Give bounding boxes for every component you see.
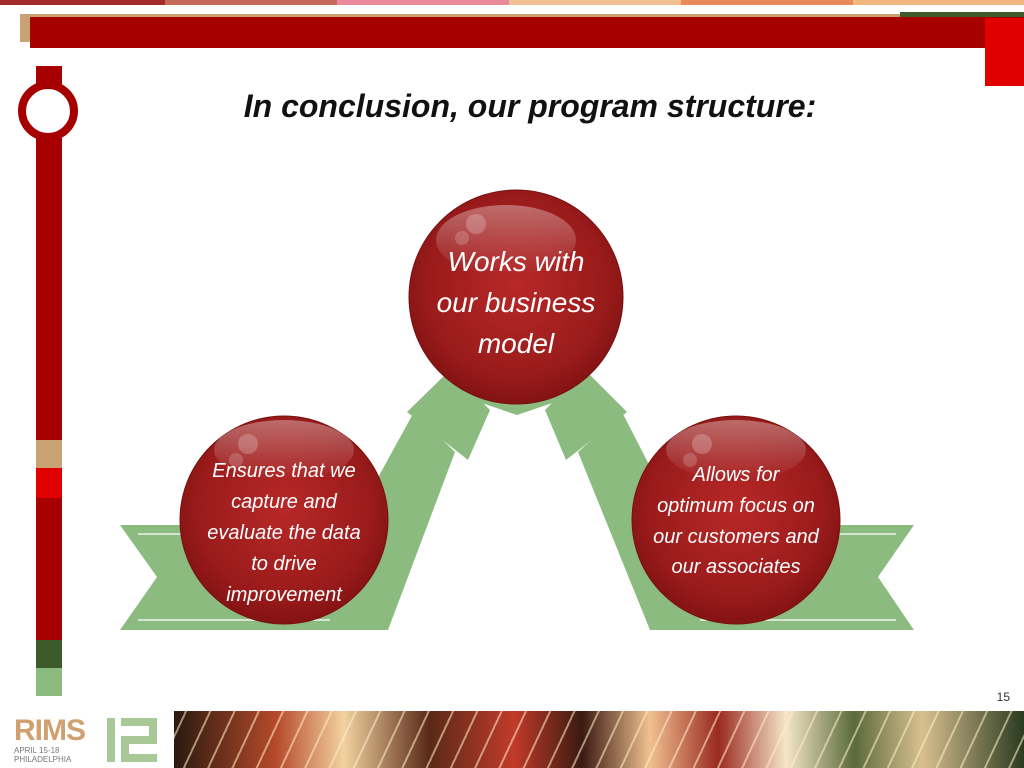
top-circle: Works with our business model (408, 189, 624, 405)
left-circle-line-4: to drive (251, 553, 317, 575)
top-stripe-5 (681, 0, 853, 5)
left-circle: Ensures that we capture and evaluate the… (179, 415, 389, 625)
left-circle-line-3: evaluate the data (207, 522, 360, 544)
rims-logo-number: 12 (107, 718, 157, 762)
right-circle-line-4: our associates (672, 556, 801, 578)
top-stripe-1 (0, 0, 165, 5)
left-circle-line-1: Ensures that we (212, 460, 355, 482)
rims-logo-number-text: 12 (133, 747, 135, 749)
footer: RIMS APRIL 15-18 PHILADELPHIA 12 (0, 711, 1024, 768)
rail-ring (18, 81, 78, 141)
slide-title: In conclusion, our program structure: (243, 88, 817, 124)
rail-block-dark-green (36, 640, 62, 668)
top-stripe-2 (165, 0, 337, 5)
rims-logo-text: RIMS (14, 714, 86, 747)
top-circle-line-2: our business (437, 287, 596, 318)
top-circle-line-3: model (478, 328, 555, 359)
footer-banner-image (174, 711, 1024, 768)
top-stripe-4 (509, 0, 681, 5)
right-circle-line-1: Allows for (692, 464, 781, 486)
rail-block-red (36, 468, 62, 498)
left-circle-line-2: capture and (231, 491, 338, 513)
rims-logo: RIMS APRIL 15-18 PHILADELPHIA 12 (12, 714, 167, 766)
rims-event-date: APRIL 15-18 (14, 746, 60, 755)
right-circle-line-3: our customers and (653, 526, 820, 548)
header-red-bar (30, 17, 1024, 48)
right-circle: Allows for optimum focus on our customer… (631, 415, 841, 625)
header-corner-box (985, 18, 1024, 86)
top-stripe-3 (337, 0, 509, 5)
left-rail (36, 66, 62, 696)
left-circle-line-5: improvement (226, 584, 343, 606)
rims-event-city: PHILADELPHIA (14, 755, 72, 764)
top-stripe-6 (853, 0, 1024, 5)
rail-block-tan (36, 440, 62, 468)
rims-event-info: APRIL 15-18 PHILADELPHIA (14, 746, 94, 764)
program-structure-diagram: Works with our business model Ensures th… (120, 189, 914, 630)
rail-block-light-green (36, 668, 62, 696)
right-circle-line-2: optimum focus on (657, 495, 815, 517)
header-green-strip (900, 12, 1024, 19)
page-number: 15 (996, 690, 1010, 704)
top-circle-line-1: Works with (448, 246, 585, 277)
